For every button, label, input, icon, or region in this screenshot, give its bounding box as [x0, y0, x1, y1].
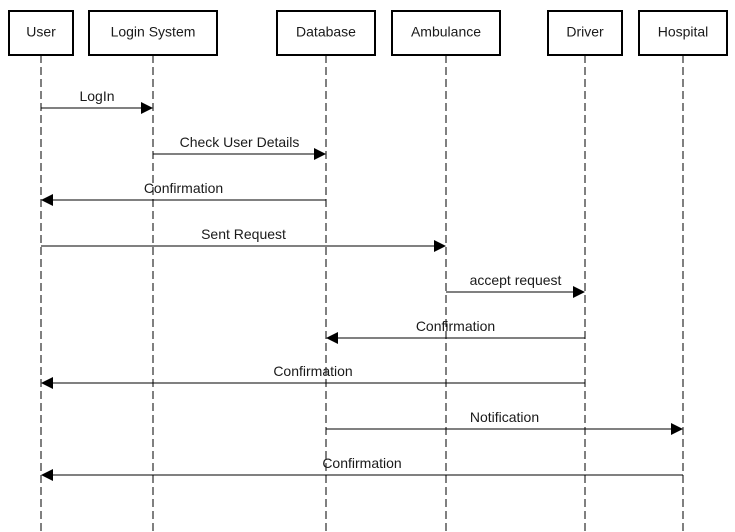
actor-box-driver: [547, 10, 623, 56]
message-label: Notification: [470, 409, 539, 425]
actor-database: Database: [276, 10, 376, 56]
actor-label-hospital: Hospital: [658, 24, 709, 40]
actor-box-ambulance: [391, 10, 501, 56]
message-label: Confirmation: [416, 318, 495, 334]
message-6: Confirmation: [326, 318, 585, 344]
actor-login: Login System: [88, 10, 218, 56]
actor-hospital: Hospital: [638, 10, 728, 56]
message-arrowhead: [141, 102, 153, 114]
message-arrowhead: [573, 286, 585, 298]
message-arrowhead: [326, 332, 338, 344]
message-arrowhead: [41, 194, 53, 206]
message-3: Confirmation: [41, 180, 326, 206]
message-1: LogIn: [41, 88, 153, 114]
actor-label-user: User: [26, 24, 56, 40]
lifelines: [40, 55, 684, 532]
actor-label-ambulance: Ambulance: [411, 24, 481, 40]
message-7: Confirmation: [41, 363, 585, 389]
message-label: Confirmation: [322, 455, 401, 471]
actor-label-driver: Driver: [566, 24, 604, 40]
actor-box-user: [8, 10, 74, 56]
message-arrowhead: [41, 377, 53, 389]
message-label: LogIn: [79, 88, 114, 104]
message-label: Confirmation: [273, 363, 352, 379]
message-label: accept request: [470, 272, 562, 288]
actor-user: User: [8, 10, 74, 56]
actor-box-hospital: [638, 10, 728, 56]
message-9: Confirmation: [41, 455, 683, 481]
message-5: accept request: [446, 272, 585, 298]
message-label: Check User Details: [180, 134, 300, 150]
actor-box-database: [276, 10, 376, 56]
message-arrowhead: [671, 423, 683, 435]
actor-ambulance: Ambulance: [391, 10, 501, 56]
message-arrowhead: [41, 469, 53, 481]
message-2: Check User Details: [153, 134, 326, 160]
message-8: Notification: [326, 409, 683, 435]
message-arrowhead: [434, 240, 446, 252]
actor-box-login: [88, 10, 218, 56]
message-arrowhead: [314, 148, 326, 160]
actor-label-login: Login System: [111, 24, 196, 40]
message-label: Sent Request: [201, 226, 286, 242]
message-label: Confirmation: [144, 180, 223, 196]
actor-driver: Driver: [547, 10, 623, 56]
actors: User Login System Database Ambulance Driver H…: [8, 10, 728, 56]
actor-label-database: Database: [296, 24, 356, 40]
message-4: Sent Request: [41, 226, 446, 252]
